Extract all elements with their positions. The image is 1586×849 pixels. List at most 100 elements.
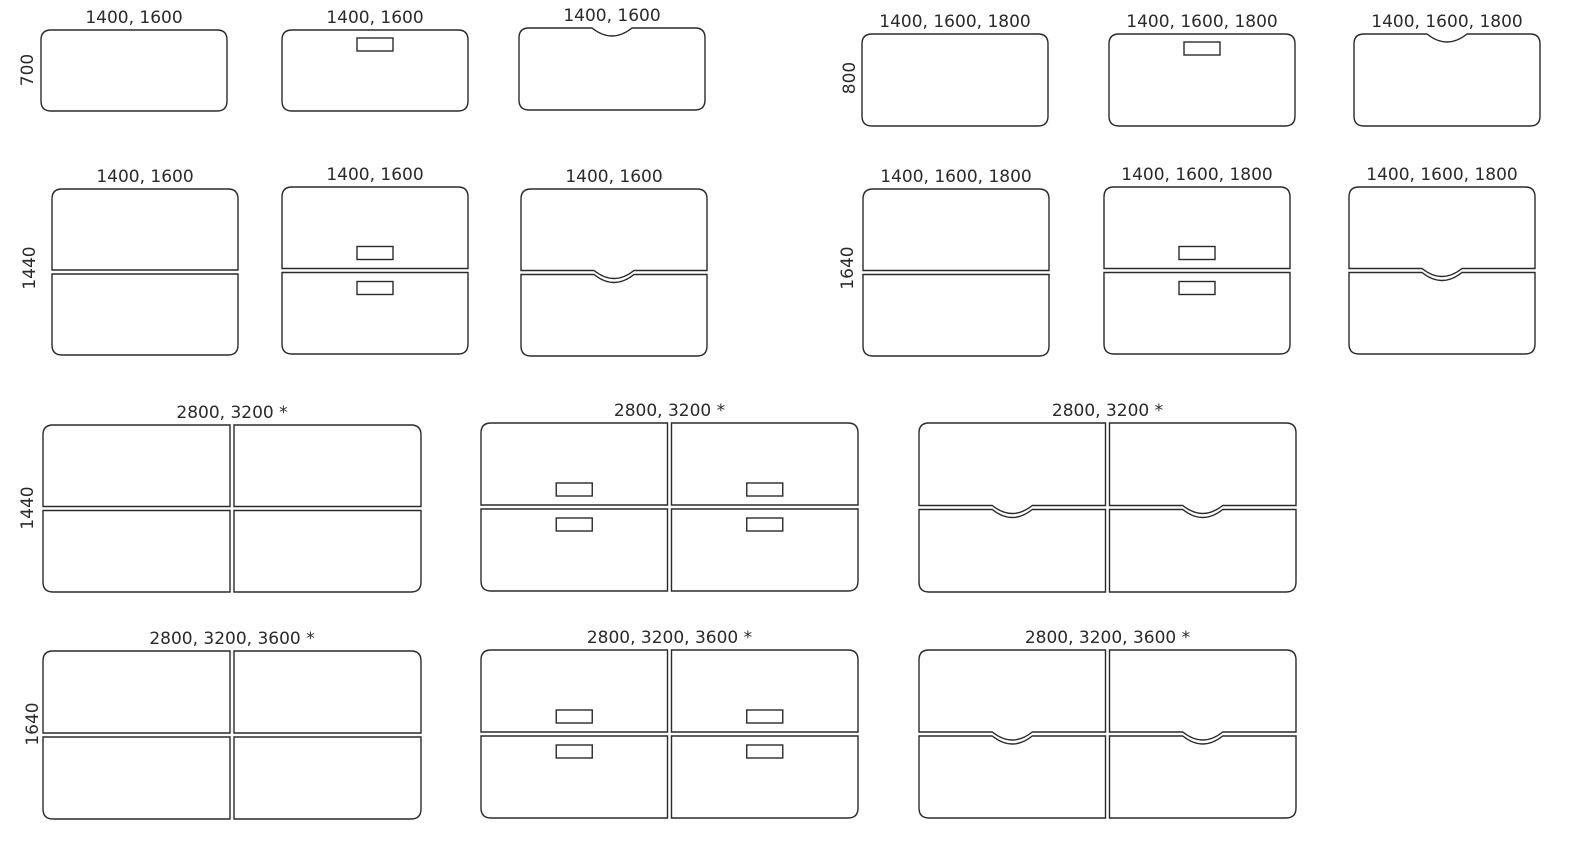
cable-box-icon bbox=[555, 517, 593, 532]
desk-plain: 1400, 1600, 1800 bbox=[862, 167, 1050, 357]
desk-top-panel bbox=[670, 735, 859, 819]
desk-cable-box: 1400, 1600 bbox=[281, 165, 469, 355]
width-label: 1400, 1600, 1800 bbox=[1371, 12, 1522, 32]
desk-notch: 2800, 3200 * bbox=[918, 401, 1297, 593]
desk-top-panel bbox=[670, 422, 859, 506]
depth-label: 1440 bbox=[20, 246, 40, 289]
width-label: 2800, 3200, 3600 * bbox=[149, 629, 314, 649]
desk-top-panel bbox=[1108, 649, 1297, 741]
desk-top-panel bbox=[42, 509, 231, 593]
desk-top-panel bbox=[42, 736, 231, 820]
desk-top-panel bbox=[1108, 508, 1297, 593]
width-label: 1400, 1600, 1800 bbox=[1126, 12, 1277, 32]
width-label: 2800, 3200 * bbox=[614, 401, 725, 421]
desk-notch: 2800, 3200, 3600 * bbox=[918, 628, 1297, 819]
cable-box-icon bbox=[746, 709, 784, 724]
cable-box-icon bbox=[356, 280, 394, 296]
cable-box-icon bbox=[555, 482, 593, 497]
depth-label: 700 bbox=[18, 54, 38, 86]
width-label: 1400, 1600, 1800 bbox=[879, 12, 1030, 32]
desk-top-panel bbox=[520, 273, 708, 357]
desk-top-panel bbox=[520, 188, 708, 280]
desk-plain: 1400, 1600 bbox=[51, 167, 239, 356]
width-label: 2800, 3200 * bbox=[176, 403, 287, 423]
desk-top-panel bbox=[918, 508, 1107, 593]
desk-top-panel bbox=[918, 422, 1107, 515]
desk-top-panel bbox=[480, 508, 669, 592]
cable-box-icon bbox=[746, 517, 784, 532]
desk-top-panel bbox=[862, 273, 1050, 357]
desk-group-depth-1440: 1440 2800, 3200 * 2800, 3200 * 2800, 3200 * bbox=[18, 401, 1297, 593]
desk-top-panel bbox=[480, 735, 669, 819]
width-label: 2800, 3200, 3600 * bbox=[587, 628, 752, 648]
desk-top-panel bbox=[862, 188, 1050, 272]
desk-cable-box: 2800, 3200 * bbox=[480, 401, 859, 592]
desk-top-panel bbox=[51, 273, 239, 356]
desk-notch: 1400, 1600 bbox=[518, 6, 706, 111]
desk-top-panel bbox=[670, 507, 859, 592]
desk-top-panel bbox=[233, 424, 422, 508]
desk-plain: 2800, 3200, 3600 * bbox=[42, 629, 423, 820]
cable-box-icon bbox=[1178, 280, 1216, 296]
desk-top-panel bbox=[918, 735, 1107, 819]
desk-top-panel bbox=[281, 186, 469, 270]
width-label: 1400, 1600 bbox=[565, 167, 662, 187]
cable-box-icon bbox=[356, 245, 394, 261]
desk-top-panel bbox=[40, 29, 228, 112]
desk-top-panel bbox=[1103, 186, 1291, 270]
desk-group-depth-1440: 1440 1400, 1600 1400, 1600 1400, 1600 bbox=[20, 165, 708, 357]
desk-top-panel bbox=[480, 422, 669, 506]
desk-top-panel bbox=[1108, 33, 1296, 127]
desk-top-panel bbox=[1348, 271, 1536, 355]
width-label: 1400, 1600 bbox=[96, 167, 193, 187]
desk-top-panel bbox=[1348, 186, 1536, 278]
cable-box-icon bbox=[746, 482, 784, 497]
desk-top-panel bbox=[281, 29, 469, 112]
cable-box-icon bbox=[555, 744, 593, 759]
desk-group-depth-1640: 1640 1400, 1600, 1800 1400, 1600, 1800 1400… bbox=[838, 165, 1536, 357]
width-label: 1400, 1600 bbox=[326, 8, 423, 28]
width-label: 1400, 1600 bbox=[563, 6, 660, 26]
depth-label: 1640 bbox=[838, 246, 858, 289]
desk-top-panel bbox=[233, 736, 422, 820]
desk-group-depth-800: 800 1400, 1600, 1800 1400, 1600, 1800 1400,… bbox=[840, 12, 1541, 127]
width-label: 2800, 3200, 3600 * bbox=[1025, 628, 1190, 648]
desk-notch: 1400, 1600 bbox=[520, 167, 708, 357]
cable-box-icon bbox=[555, 709, 593, 724]
desk-top-panel bbox=[861, 33, 1049, 127]
desk-top-panel bbox=[1108, 422, 1297, 515]
desk-top-panel bbox=[1353, 33, 1541, 127]
desk-notch: 1400, 1600, 1800 bbox=[1353, 12, 1541, 127]
width-label: 1400, 1600, 1800 bbox=[1121, 165, 1272, 185]
width-label: 1400, 1600 bbox=[85, 8, 182, 28]
cable-box-icon bbox=[746, 744, 784, 759]
depth-label: 1440 bbox=[18, 486, 38, 529]
width-label: 1400, 1600, 1800 bbox=[880, 167, 1031, 187]
desk-plain: 1400, 1600, 1800 bbox=[861, 12, 1049, 127]
desk-notch: 1400, 1600, 1800 bbox=[1348, 165, 1536, 355]
desk-plain: 2800, 3200 * bbox=[42, 403, 422, 593]
width-label: 1400, 1600 bbox=[326, 165, 423, 185]
desk-group-depth-1640: 1640 2800, 3200, 3600 * 2800, 3200, 3600 *… bbox=[23, 628, 1297, 820]
cable-box-icon bbox=[356, 37, 394, 52]
desk-cable-box: 1400, 1600, 1800 bbox=[1108, 12, 1296, 127]
desk-cable-box: 1400, 1600 bbox=[281, 8, 469, 112]
width-label: 1400, 1600, 1800 bbox=[1366, 165, 1517, 185]
desk-cable-box: 1400, 1600, 1800 bbox=[1103, 165, 1291, 355]
depth-label: 800 bbox=[840, 62, 860, 94]
depth-label: 1640 bbox=[23, 702, 43, 745]
cable-box-icon bbox=[1183, 41, 1221, 56]
desk-top-panel bbox=[670, 649, 859, 733]
desk-top-panel bbox=[480, 649, 669, 733]
cable-box-icon bbox=[1178, 245, 1216, 261]
desk-top-panel bbox=[518, 27, 706, 111]
desk-plain: 1400, 1600 bbox=[40, 8, 228, 112]
width-label: 2800, 3200 * bbox=[1052, 401, 1163, 421]
desk-top-panel bbox=[42, 650, 231, 734]
desk-top-panel bbox=[918, 649, 1107, 741]
desk-top-panel bbox=[1103, 271, 1291, 355]
desk-top-panel bbox=[51, 188, 239, 271]
desk-cable-box: 2800, 3200, 3600 * bbox=[480, 628, 859, 819]
desk-top-panel bbox=[233, 509, 422, 593]
